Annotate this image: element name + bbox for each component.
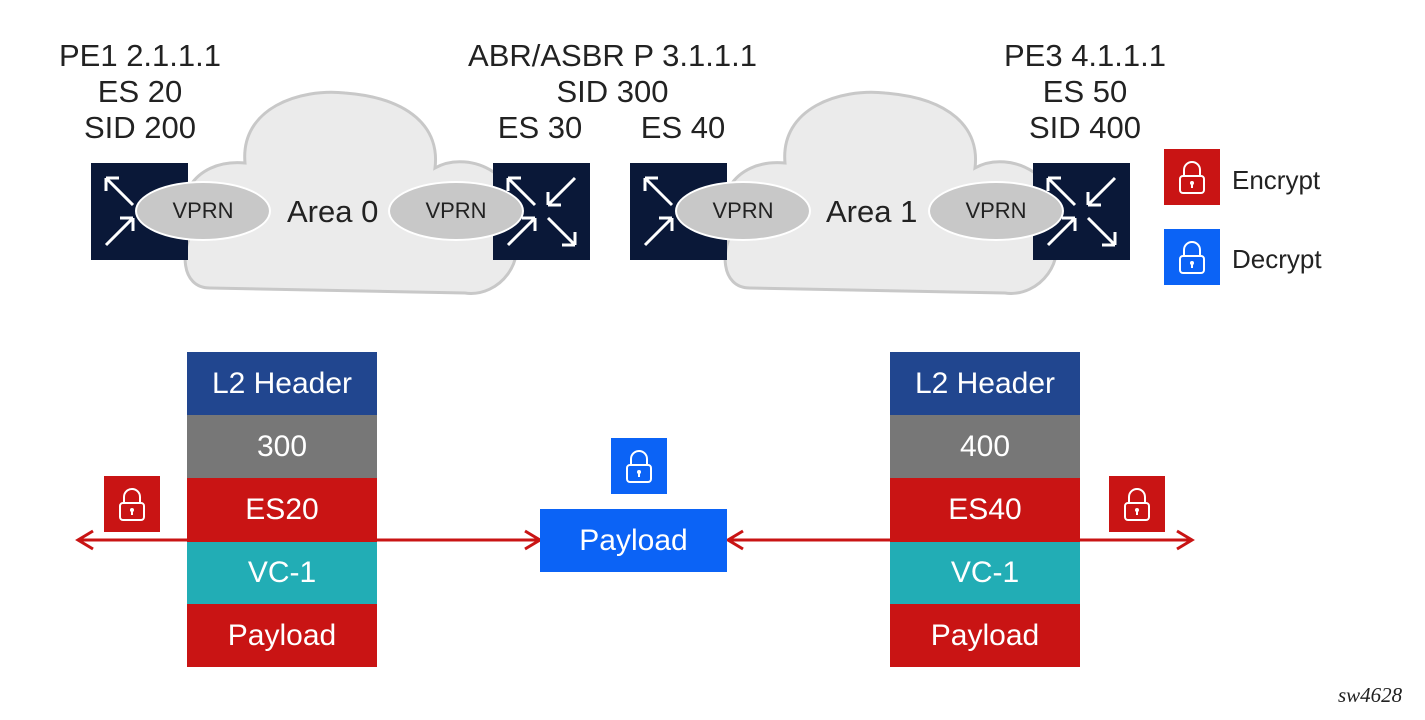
abr-es-left: ES 30 — [497, 110, 583, 145]
stack-left-l2-header: L2 Header — [187, 352, 377, 415]
router-icon — [643, 176, 674, 247]
abr-sid: SID 300 — [556, 74, 669, 109]
vprn-pe1[interactable]: VPRN — [135, 181, 271, 241]
encrypt-lock-left — [104, 476, 160, 532]
pe3-label: PE3 4.1.1.1 ES 50 SID 400 — [985, 38, 1185, 146]
lock-icon — [626, 450, 652, 483]
center-payload: Payload — [540, 509, 727, 572]
abr-es-right: ES 40 — [640, 110, 726, 145]
abr-label: ABR/ASBR P 3.1.1.1 SID 300 — [440, 38, 785, 110]
stack-left-es: ES20 — [187, 478, 377, 541]
vprn-abr-right[interactable]: VPRN — [675, 181, 811, 241]
arrow-segment-left-stack — [187, 539, 377, 542]
pe1-label: PE1 2.1.1.1 ES 20 SID 200 — [40, 38, 240, 146]
figure-id: sw4628 — [1338, 683, 1403, 707]
pe3-name: PE3 4.1.1.1 — [1003, 38, 1166, 73]
vprn-abr-left[interactable]: VPRN — [388, 181, 524, 241]
pe3-es: ES 50 — [1042, 74, 1128, 109]
packet-stack-right: L2 Header 400 ES40 VC-1 Payload — [890, 352, 1080, 667]
pe1-name: PE1 2.1.1.1 — [58, 38, 221, 73]
pe3-sid: SID 400 — [1028, 110, 1141, 145]
lock-icon — [1179, 241, 1205, 274]
area-1-label: Area 1 — [826, 194, 918, 229]
area-0-label: Area 0 — [287, 194, 379, 229]
lock-icon — [1124, 488, 1150, 521]
abr-name: ABR/ASBR P 3.1.1.1 — [468, 38, 757, 73]
stack-right-payload: Payload — [890, 604, 1080, 667]
router-icon — [104, 176, 135, 247]
legend-encrypt-swatch — [1164, 149, 1220, 205]
arrowhead-payload-in-right — [725, 529, 744, 551]
decrypt-lock-center — [611, 438, 667, 494]
lock-icon — [1179, 161, 1205, 194]
legend-decrypt-label: Decrypt — [1232, 244, 1322, 274]
lock-icon — [119, 488, 145, 521]
encrypt-lock-right — [1109, 476, 1165, 532]
stack-left-payload: Payload — [187, 604, 377, 667]
arrowhead-right — [1176, 529, 1195, 551]
stack-right-vc: VC-1 — [890, 541, 1080, 604]
router-icon — [1046, 176, 1117, 247]
router-icon — [506, 176, 577, 247]
stack-left-vc: VC-1 — [187, 541, 377, 604]
stack-right-sid: 400 — [890, 415, 1080, 478]
arrow-segment-right-stack — [890, 539, 1080, 542]
arrowhead-left — [75, 529, 94, 551]
stack-left-sid: 300 — [187, 415, 377, 478]
stack-right-es: ES40 — [890, 478, 1080, 541]
legend-encrypt-label: Encrypt — [1232, 165, 1321, 195]
pe1-sid: SID 200 — [83, 110, 196, 145]
router-abr-left[interactable] — [493, 163, 590, 260]
stack-right-l2-header: L2 Header — [890, 352, 1080, 415]
vprn-pe3[interactable]: VPRN — [928, 181, 1064, 241]
pe1-es: ES 20 — [97, 74, 183, 109]
legend-decrypt-swatch — [1164, 229, 1220, 285]
packet-stack-left: L2 Header 300 ES20 VC-1 Payload — [187, 352, 377, 667]
